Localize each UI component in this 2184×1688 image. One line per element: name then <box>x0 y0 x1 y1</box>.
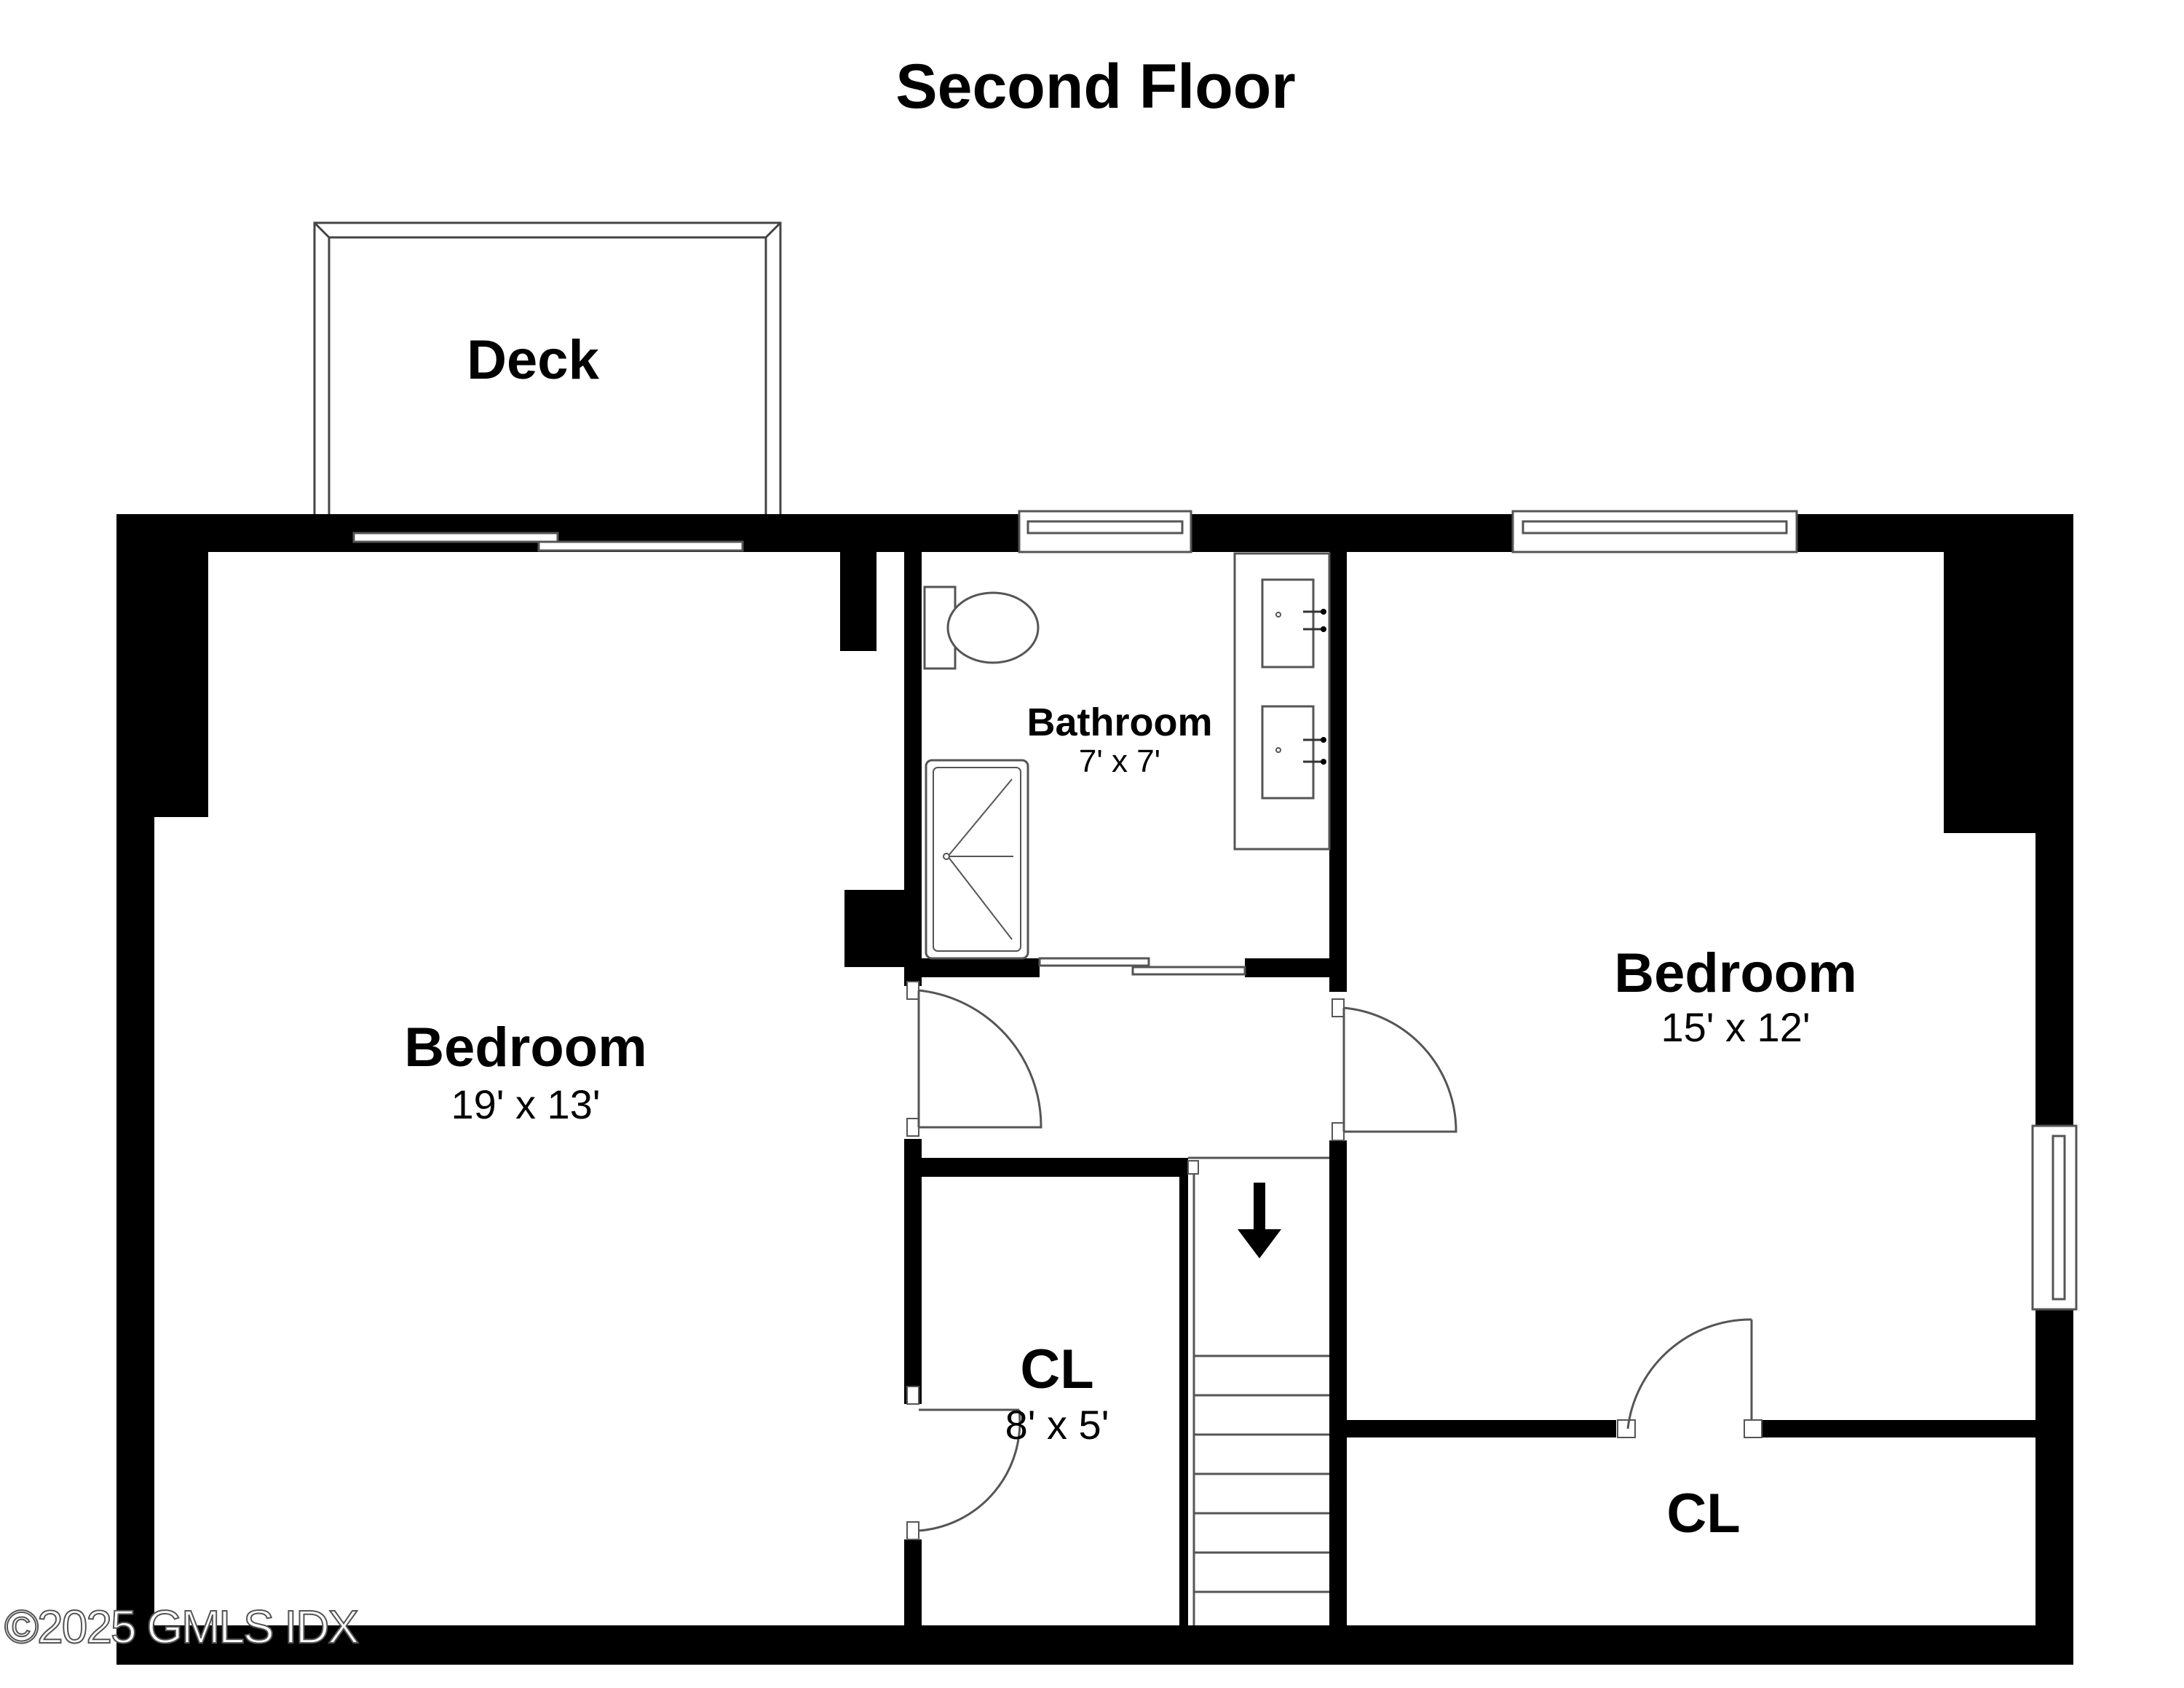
staircase <box>1179 1156 1329 1628</box>
room-label-closet-center: CL <box>1020 1338 1093 1400</box>
door-closet-right <box>1617 1318 1762 1438</box>
room-label-bedroom-left: Bedroom <box>404 1017 647 1078</box>
room-label-deck: Deck <box>467 329 599 391</box>
window-bathroom <box>1018 510 1192 553</box>
room-dims-bedroom-left: 19' x 13' <box>451 1081 600 1127</box>
door-bedroom-left <box>906 981 1042 1137</box>
watermark: ©2025 GMLS IDX <box>4 1601 358 1653</box>
vanity-icon <box>1233 552 1331 851</box>
room-label-closet-right: CL <box>1666 1483 1740 1545</box>
exterior-walls <box>116 514 2073 1665</box>
door-closet-center <box>906 1386 1021 1540</box>
plan-title: Second Floor <box>895 52 1295 122</box>
room-dims-bathroom: 7' x 7' <box>1079 744 1160 779</box>
window-bedroom-right <box>1511 510 1798 553</box>
room-label-bedroom-right: Bedroom <box>1614 942 1857 1004</box>
room-label-bathroom: Bathroom <box>1027 701 1213 744</box>
deck <box>313 221 782 518</box>
room-dims-bedroom-right: 15' x 12' <box>1661 1004 1810 1050</box>
window-right-side <box>2031 1124 2078 1311</box>
room-dims-closet-center: 8' x 5' <box>1005 1402 1109 1448</box>
interior-walls <box>840 552 2035 1628</box>
bathroom-sliding-door <box>1038 957 1246 976</box>
door-bedroom-right <box>1332 998 1457 1141</box>
shower-icon <box>925 759 1029 960</box>
sliding-door <box>352 532 744 552</box>
toilet-icon <box>923 585 1040 670</box>
arrow-down-icon <box>1238 1183 1281 1258</box>
